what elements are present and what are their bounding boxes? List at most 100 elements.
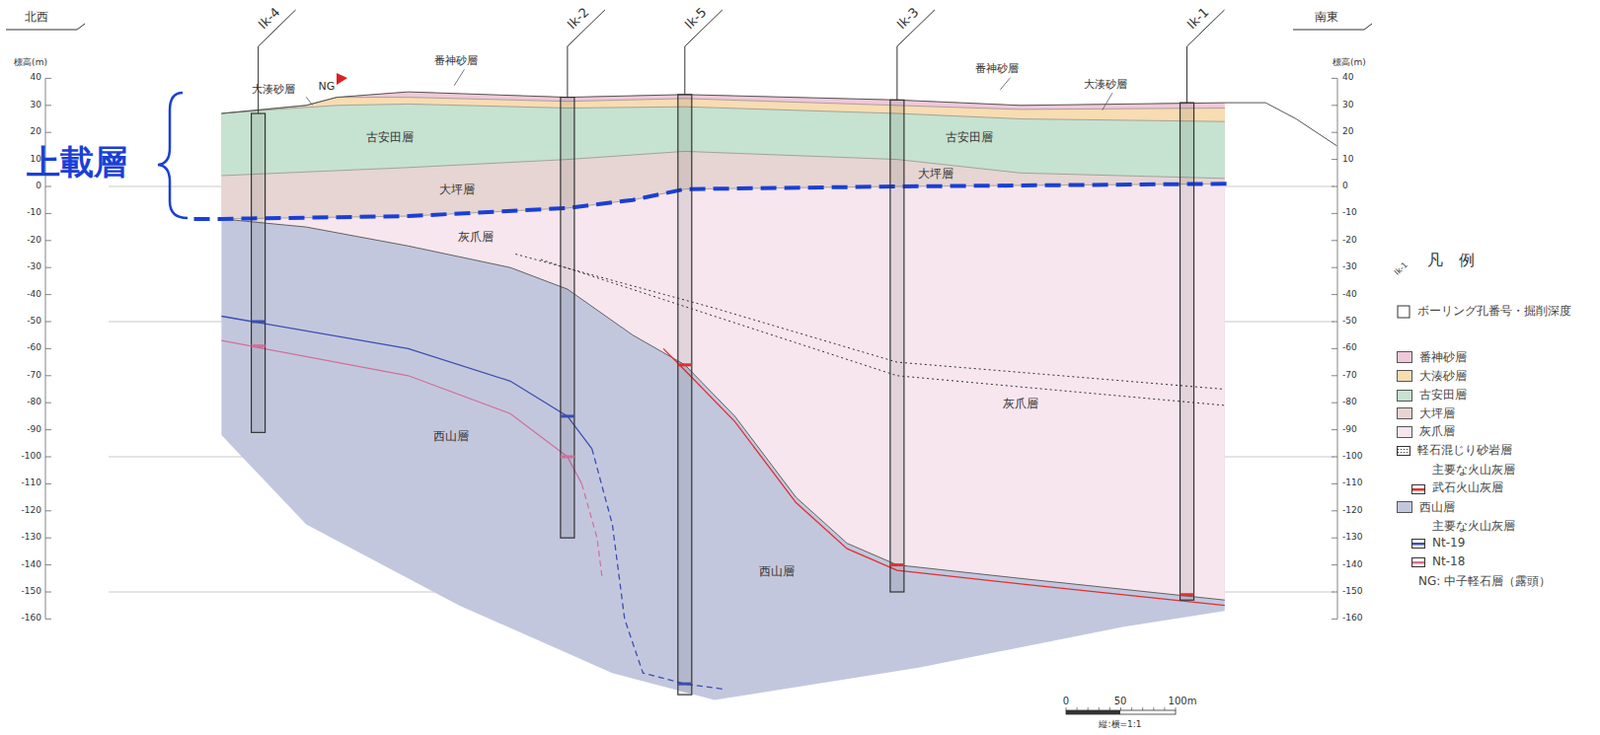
legend-symbol-art (1396, 446, 1411, 457)
axis-tick (45, 104, 52, 106)
axis-value: -80 (1342, 397, 1358, 408)
legend-row: 軽石混じり砂岩層 (1396, 442, 1513, 459)
legend-row: ボーリング孔番号・掘削深度 (1396, 303, 1572, 320)
scale-tick (1142, 707, 1143, 711)
ash-mark (560, 456, 575, 459)
borehole-id: Ik-5 (682, 4, 709, 32)
axis-tick (1331, 348, 1338, 350)
axis-value: 20 (30, 127, 42, 138)
axis-value: -120 (21, 506, 42, 517)
axis-tick (1331, 457, 1338, 458)
legend-text: 武石火山灰層 (1432, 479, 1504, 497)
axis-tick (45, 618, 52, 620)
legend-swatch (1396, 501, 1413, 514)
scale-tick (1076, 707, 1078, 711)
section-label: 古安田層 (366, 131, 414, 145)
axis-tick (45, 457, 52, 458)
section-label: 大湊砂層 (1083, 78, 1128, 91)
legend-symbol-art (1411, 484, 1426, 495)
axis-tick (45, 321, 52, 323)
scale-bar (1066, 710, 1176, 715)
legend-row: 主要な火山灰層 (1432, 518, 1516, 535)
axis-tick (1331, 429, 1338, 431)
scale-tick (1152, 707, 1154, 711)
section-label: 南東 (1314, 10, 1339, 24)
legend-row: 大湊砂層 (1396, 368, 1467, 385)
axis-tick (1331, 77, 1338, 79)
axis-value: -160 (21, 613, 42, 624)
borehole (560, 97, 575, 539)
scale-tick (1098, 707, 1100, 711)
axis-value: 30 (1342, 100, 1354, 111)
scale-tick (1163, 707, 1165, 711)
borehole-id: Ik-1 (1184, 4, 1212, 32)
axis-value: 20 (1342, 127, 1354, 138)
section-label: 灰爪層 (457, 230, 494, 244)
axis-value: -50 (26, 316, 42, 327)
axis-tick (1331, 158, 1338, 160)
nt19-ash (221, 316, 592, 450)
axis-value: 40 (1342, 73, 1354, 83)
borehole-id: Ik-2 (564, 4, 592, 32)
axis-value: 10 (1342, 154, 1354, 165)
legend-symbol (1396, 445, 1411, 456)
legend-swatch (1396, 351, 1413, 364)
legend-row: NG: 中子軽石層（露頭） (1418, 573, 1551, 591)
axis-value: -40 (1342, 290, 1358, 301)
axis-tick (45, 510, 52, 512)
axis-tick (1331, 564, 1338, 566)
section-label: 標高(m) (13, 58, 48, 69)
borehole (678, 94, 692, 695)
otsubo-layer (221, 91, 1224, 220)
axis-value: -70 (1342, 371, 1358, 381)
axis-tick (45, 348, 52, 350)
section-label: 100m (1168, 695, 1198, 707)
legend-symbol (1411, 483, 1426, 494)
axis-tick (1331, 294, 1338, 296)
legend-text: NG: 中子軽石層（露頭） (1418, 573, 1551, 591)
legend-row: 大坪層 (1396, 405, 1455, 423)
axis-tick (45, 186, 52, 188)
axis-value: 10 (30, 154, 42, 165)
section-label: 灰爪層 (1002, 398, 1039, 412)
axis-tick (1331, 537, 1338, 539)
axis-value: -100 (1342, 452, 1363, 462)
axis-value: -90 (26, 425, 42, 436)
axis-tick (45, 132, 52, 134)
scale-tick (1175, 707, 1177, 711)
legend-symbol (1411, 556, 1426, 567)
legend-text: 大坪層 (1419, 405, 1455, 423)
axis-tick (45, 429, 52, 431)
section-label: 北西 (24, 10, 49, 24)
axis-tick (45, 239, 52, 241)
leader-line (454, 69, 464, 86)
scale-tick (1066, 707, 1067, 711)
ash-mark (678, 363, 692, 367)
legend-row: 主要な火山灰層 (1432, 461, 1516, 479)
section-label: 縦:横=1:1 (1098, 720, 1142, 731)
legend-swatch (1396, 407, 1413, 420)
section-label: 古安田層 (945, 131, 993, 145)
axis-tick (1331, 592, 1338, 594)
borehole-id: Ik-4 (255, 4, 283, 32)
axis-value: -100 (21, 452, 42, 462)
legend-row: Nt-19 (1411, 535, 1465, 550)
ash-mark (678, 683, 692, 686)
axis-tick (45, 77, 52, 79)
axis-tick (45, 402, 52, 404)
overburden-base (194, 183, 1231, 220)
axis-tick (45, 483, 52, 485)
section-label: 標高(m) (1332, 58, 1367, 69)
bracket (157, 92, 188, 219)
section-label: 大坪層 (917, 167, 954, 181)
axis-tick (1331, 402, 1338, 404)
direction-line (5, 23, 85, 30)
axis-value: -130 (1342, 533, 1363, 543)
legend-swatch (1396, 389, 1413, 402)
legend-text: 主要な火山灰層 (1432, 461, 1516, 479)
legend-text: ボーリング孔番号・掘削深度 (1417, 303, 1572, 320)
axis-value: -150 (1342, 587, 1363, 598)
axis-tick (1331, 321, 1338, 323)
layer-boundary (221, 97, 1224, 114)
axis-value: -40 (26, 290, 42, 301)
